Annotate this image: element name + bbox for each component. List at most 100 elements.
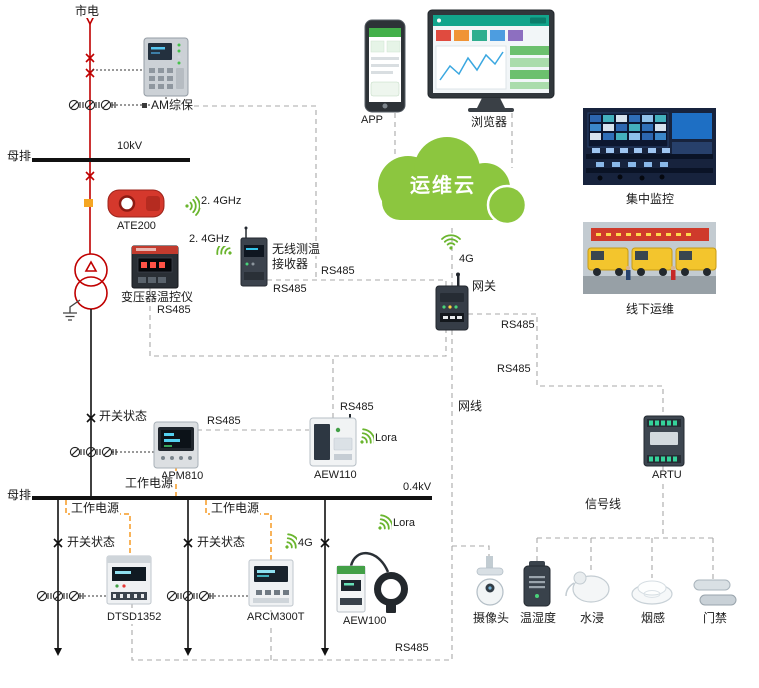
label-receiver-line2: 接收器 — [271, 257, 310, 271]
device-wireless-temp-receiver — [240, 226, 268, 287]
device-dtsd1352 — [106, 555, 152, 605]
ct-icon — [69, 446, 85, 458]
label-ate200: ATE200 — [116, 220, 157, 233]
ct-clamp-icon — [374, 572, 408, 606]
ct-row-hv — [68, 99, 116, 111]
label-working-power-dtsd: 工作电源 — [70, 501, 121, 515]
ct-icon — [68, 99, 84, 111]
label-working-power-apm810: 工作电源 — [124, 476, 175, 490]
label-cloud: 运维云 — [410, 175, 476, 197]
annotation-dotted — [80, 69, 249, 597]
label-rs485-bottom: RS485 — [394, 642, 430, 655]
device-smoke-detector — [631, 580, 673, 605]
device-temp-humidity-sensor — [523, 561, 551, 607]
device-arcm300t — [248, 559, 294, 607]
label-apm810: APM810 — [160, 470, 205, 483]
label-switch-status-feeder2: 开关状态 — [196, 535, 247, 549]
device-aew100 — [336, 551, 408, 613]
line-protection-bus — [194, 105, 317, 280]
ct-icon — [85, 446, 101, 458]
label-4g-arcm: 4G — [297, 537, 314, 550]
wifi-4g-gateway-icon — [441, 234, 461, 251]
label-lora-aew100: Lora — [392, 517, 417, 530]
label-rs485-aew110: RS485 — [339, 401, 375, 414]
device-apm810 — [153, 421, 199, 469]
device-am-protection — [143, 37, 189, 97]
label-rs485-tempctrl: RS485 — [156, 304, 192, 317]
label-gateway: 网关 — [471, 279, 498, 293]
device-browser-monitor — [427, 9, 555, 112]
ct-icon — [166, 590, 182, 602]
line-tempctrl-gateway — [149, 288, 447, 357]
bullet-icon — [142, 103, 147, 108]
line-artu-sensors — [536, 466, 714, 580]
hv-feeder — [83, 13, 97, 254]
label-door-access: 门禁 — [702, 611, 729, 625]
device-water-sensor — [565, 571, 610, 603]
label-rs485-receiver-line: RS485 — [320, 265, 356, 278]
line-gateway-artu — [468, 313, 664, 416]
label-central-monitoring: 集中监控 — [625, 192, 675, 206]
label-lora-aew110: Lora — [374, 432, 399, 445]
photo-field-operations — [583, 222, 717, 294]
label-rs485-artu-line1: RS485 — [500, 319, 536, 332]
label-aew100: AEW100 — [342, 615, 388, 628]
label-browser: 浏览器 — [470, 115, 509, 129]
transformer-icon — [74, 253, 108, 310]
label-temp-humidity: 温湿度 — [519, 611, 558, 625]
label-field-ops: 线下运维 — [625, 302, 675, 316]
lv-incomer — [86, 309, 96, 496]
label-2-4ghz-top: 2. 4GHz — [200, 195, 243, 208]
label-2-4ghz-receiver: 2. 4GHz — [188, 233, 231, 246]
line-gateway-camera — [452, 545, 490, 558]
label-signal-cable: 信号线 — [584, 497, 623, 511]
line-gateway-bottom — [131, 330, 453, 661]
label-busbar-hv: 母排 — [6, 149, 33, 163]
device-door-access — [693, 579, 737, 606]
comm-lines — [131, 105, 714, 661]
label-aew110: AEW110 — [313, 469, 358, 482]
label-busbar-lv: 母排 — [6, 488, 33, 502]
device-camera — [476, 556, 504, 606]
lv-feeders — [53, 500, 330, 656]
label-am-protection: AM综保 — [150, 98, 195, 112]
photo-central-monitoring — [583, 108, 716, 185]
device-artu — [643, 415, 685, 467]
wifi-2-4ghz-ate200-icon — [184, 196, 201, 216]
label-ethernet-cable: 网线 — [457, 399, 484, 413]
label-mains: 市电 — [74, 4, 101, 18]
label-04kv: 0.4kV — [402, 481, 433, 494]
ct-row-lv — [69, 446, 117, 458]
ct-icon — [52, 590, 68, 602]
device-transformer-temp-controller — [131, 245, 179, 289]
label-10kv: 10kV — [116, 140, 144, 153]
ct-icon — [36, 590, 52, 602]
ground-icon — [63, 299, 81, 321]
ct-row-feeder1 — [36, 590, 84, 602]
label-artu: ARTU — [651, 469, 683, 482]
ct-row-feeder2 — [166, 590, 214, 602]
label-rs485-receiver: RS485 — [272, 283, 308, 296]
label-4g-gateway: 4G — [458, 253, 475, 266]
ct-icon — [84, 99, 100, 111]
label-smoke: 烟感 — [640, 611, 667, 625]
cloud-shape — [378, 137, 528, 226]
label-working-power-arcm: 工作电源 — [210, 501, 261, 515]
device-app-phone — [364, 19, 406, 113]
label-receiver-line1: 无线测温 — [271, 242, 322, 256]
ct-icon — [182, 590, 198, 602]
device-ate200 — [84, 189, 165, 218]
label-switch-status-feeder1: 开关状态 — [66, 535, 117, 549]
line-receiver-gateway — [267, 279, 447, 286]
label-rs485-artu-line2: RS485 — [496, 363, 532, 376]
power-dtsd — [65, 500, 131, 556]
label-arcm300t: ARCM300T — [246, 611, 306, 624]
label-app: APP — [360, 114, 385, 127]
device-aew110 — [309, 403, 357, 467]
label-transformer-temp-controller: 变压器温控仪 — [120, 290, 195, 304]
label-water-leak: 水浸 — [579, 611, 606, 625]
label-camera: 摄像头 — [472, 611, 511, 625]
label-dtsd1352: DTSD1352 — [106, 611, 163, 624]
